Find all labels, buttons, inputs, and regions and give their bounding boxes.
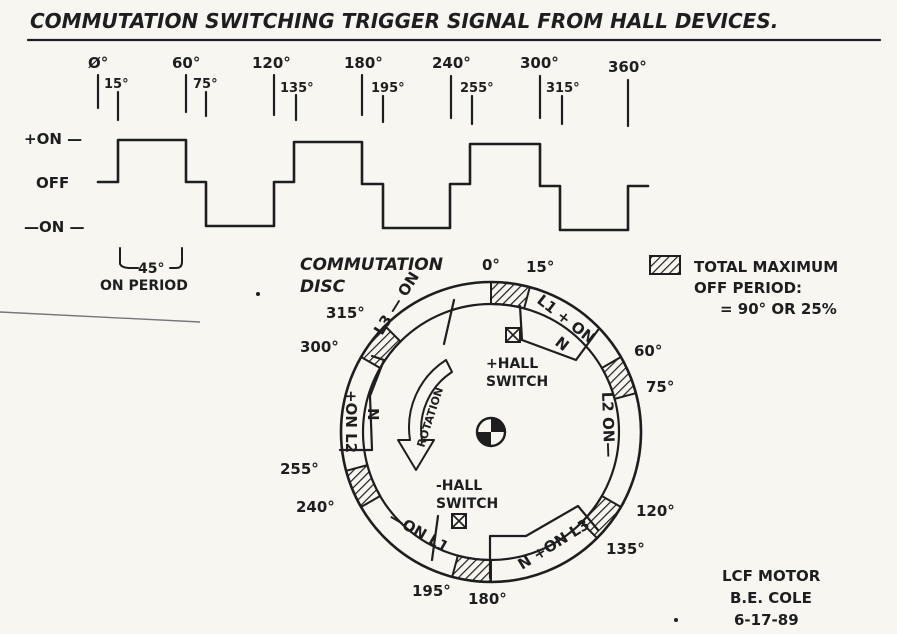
pole-n-2: N — [364, 408, 382, 421]
tick-label-180: 180° — [344, 54, 383, 72]
legend-line2: OFF PERIOD: — [694, 279, 802, 297]
disc-title-line1: COMMUTATION — [300, 255, 443, 275]
trigger-waveform — [96, 138, 650, 232]
disc-angle-315: 315° — [326, 304, 365, 322]
disc-angle-300: 300° — [300, 338, 339, 356]
on-period-value: 45° — [138, 261, 164, 277]
disc-angle-0: 0° — [482, 256, 500, 274]
signature-line2: B.E. COLE — [730, 589, 812, 607]
scan-line — [0, 311, 201, 323]
tick-label-195: 195° — [371, 81, 405, 96]
pos-hall-label-line2: SWITCH — [486, 374, 548, 390]
legend-line3: = 90° OR 25% — [720, 300, 837, 318]
tick-label-0: Ø° — [88, 54, 108, 72]
disc-angle-60: 60° — [634, 342, 662, 360]
disc-angle-120: 120° — [636, 502, 675, 520]
tick-label-255: 255° — [460, 81, 494, 96]
pos-hall-sensor-icon — [505, 327, 521, 343]
neg-hall-label-line1: -HALL — [436, 478, 482, 494]
disc-angle-195: 195° — [412, 582, 451, 600]
ink-dot — [674, 618, 678, 622]
tick-label-75: 75° — [193, 77, 218, 92]
on-period-label: ON PERIOD — [100, 278, 188, 294]
disc-angle-75: 75° — [646, 378, 674, 396]
rotation-arrow-icon — [397, 359, 453, 471]
tick-label-135: 135° — [280, 81, 314, 96]
ink-dot — [256, 292, 260, 296]
tick-label-15: 15° — [104, 77, 129, 92]
legend-hatch-swatch — [649, 255, 681, 275]
level-label-off: OFF — [36, 174, 69, 192]
pos-hall-label-line1: +HALL — [486, 356, 538, 372]
tick-label-300: 300° — [520, 54, 559, 72]
angle-scale: Ø° 60° 120° 180° 240° 300° 360° 15° 75° … — [88, 54, 647, 128]
segment-l2-on-pos: +ON L2 — [342, 390, 360, 453]
signature-line3: 6-17-89 — [734, 611, 799, 629]
commutation-disc: +HALL SWITCH -HALL SWITCH ROTATION L1 + … — [280, 256, 675, 608]
page-title: COMMUTATION SWITCHING TRIGGER SIGNAL FRO… — [30, 9, 778, 33]
disc-angle-135: 135° — [606, 540, 645, 558]
level-label-on-pos: +ON — — [24, 130, 82, 148]
on-period-bracket — [119, 247, 183, 269]
tick-label-60: 60° — [172, 54, 200, 72]
legend: TOTAL MAXIMUM OFF PERIOD: = 90° OR 25% — [649, 255, 838, 318]
level-label-on-neg: —ON — — [24, 218, 85, 236]
tick-label-315: 315° — [546, 81, 580, 96]
disc-angle-15: 15° — [526, 258, 554, 276]
segment-l3-on-pos: N +ON L3 — [515, 515, 593, 573]
segment-l2-on-neg: L2 ON— — [598, 392, 618, 458]
magnet-blocks — [338, 298, 600, 580]
disc-angle-180: 180° — [468, 590, 507, 608]
disc-angle-240: 240° — [296, 498, 335, 516]
disc-outer-ring — [339, 280, 643, 584]
legend-line1: TOTAL MAXIMUM — [694, 258, 838, 276]
neg-hall-sensor-icon — [451, 513, 467, 529]
signature-block: LCF MOTOR B.E. COLE 6-17-89 — [722, 567, 821, 629]
tick-label-240: 240° — [432, 54, 471, 72]
disc-title-line2: DISC — [300, 277, 346, 297]
signature-line1: LCF MOTOR — [722, 567, 821, 585]
disc-angle-255: 255° — [280, 460, 319, 478]
tick-label-360: 360° — [608, 58, 647, 76]
neg-hall-label-line2: SWITCH — [436, 496, 498, 512]
tick-label-120: 120° — [252, 54, 291, 72]
